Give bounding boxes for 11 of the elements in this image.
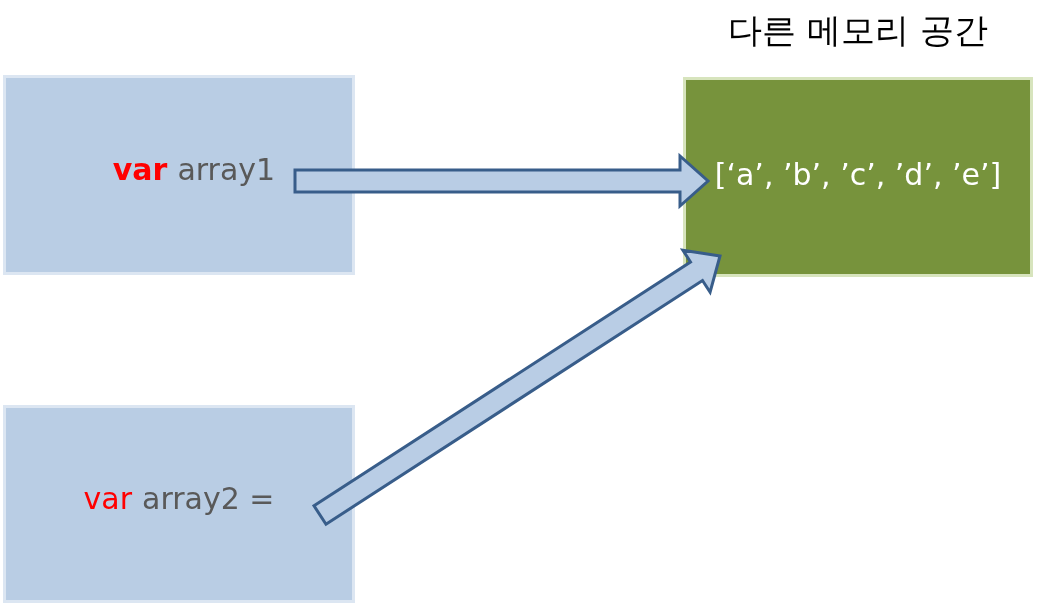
variable-name: array2 = (142, 484, 275, 514)
variable-name: array1 (177, 155, 276, 185)
memory-box (683, 77, 1033, 277)
keyword: var (83, 484, 133, 514)
block-arrow (311, 248, 722, 527)
keyword: var (112, 155, 168, 185)
variable-box (3, 405, 355, 603)
variable-box (3, 75, 355, 275)
heading: 다른 메모리 공간 (727, 13, 989, 47)
block-arrow (293, 152, 711, 210)
array-literal: [‘a’, ’b’, ’c’, ’d’, ’e’] (714, 160, 1002, 190)
